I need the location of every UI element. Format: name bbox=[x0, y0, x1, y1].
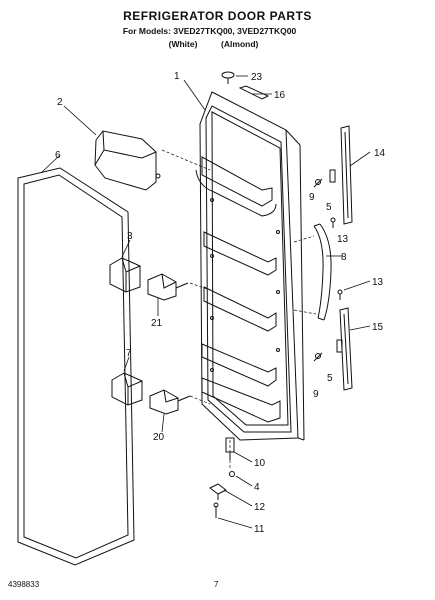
callout-7: 7 bbox=[126, 348, 132, 359]
callout-9-lower: 9 bbox=[313, 389, 319, 400]
callout-10: 10 bbox=[254, 458, 266, 469]
diagram-title: REFRIGERATOR DOOR PARTS bbox=[123, 9, 312, 23]
cover-part-16 bbox=[238, 85, 270, 100]
dairy-compartment-part bbox=[94, 130, 161, 191]
callout-15: 15 bbox=[372, 322, 384, 333]
bracket-part-20 bbox=[149, 389, 191, 415]
hinge-bracket-part-12 bbox=[209, 483, 227, 500]
callout-14: 14 bbox=[374, 148, 386, 159]
callout-13-lower: 13 bbox=[372, 277, 384, 288]
door-gasket-part bbox=[17, 167, 135, 566]
callout-3: 3 bbox=[127, 231, 133, 242]
callout-4: 4 bbox=[254, 482, 260, 493]
clip-part-5-lower bbox=[336, 339, 343, 353]
models-line: For Models: 3VED27TKQ00, 3VED27TKQ00 bbox=[122, 26, 297, 36]
callout-23: 23 bbox=[251, 72, 263, 83]
trim-part-14 bbox=[340, 125, 353, 225]
callout-6: 6 bbox=[55, 150, 61, 161]
screw-part-11 bbox=[213, 502, 219, 518]
page-number: 7 bbox=[214, 580, 219, 589]
color-variants-line: (White) (Almond) bbox=[168, 39, 259, 49]
callout-20: 20 bbox=[153, 432, 165, 443]
callout-2: 2 bbox=[57, 97, 63, 108]
screw-part-23 bbox=[221, 71, 235, 84]
screw-part-9-lower bbox=[313, 352, 323, 362]
screw-part-13-upper bbox=[330, 217, 336, 228]
callout-16: 16 bbox=[274, 90, 286, 101]
callout-5-lower: 5 bbox=[327, 373, 333, 384]
callout-9-upper: 9 bbox=[309, 192, 315, 203]
callout-13-upper: 13 bbox=[337, 234, 349, 245]
screw-part-9-upper bbox=[313, 178, 323, 188]
callout-5-upper: 5 bbox=[326, 202, 332, 213]
screw-part-4 bbox=[229, 471, 235, 477]
callout-21: 21 bbox=[151, 318, 163, 329]
screw-part-13-lower bbox=[337, 289, 343, 300]
document-number: 4398833 bbox=[8, 580, 40, 589]
door-liner-part bbox=[195, 91, 305, 441]
shelf-retainer-part-7 bbox=[111, 372, 143, 406]
door-handle-part bbox=[313, 223, 332, 321]
callout-11: 11 bbox=[254, 524, 265, 535]
callout-12: 12 bbox=[254, 502, 266, 513]
clip-part-5-upper bbox=[329, 169, 336, 183]
bracket-part-21 bbox=[147, 273, 189, 301]
callout-8: 8 bbox=[341, 252, 347, 263]
shelf-retainer-part-3 bbox=[109, 257, 141, 293]
trim-part-15 bbox=[339, 307, 353, 391]
callout-1: 1 bbox=[174, 71, 180, 82]
